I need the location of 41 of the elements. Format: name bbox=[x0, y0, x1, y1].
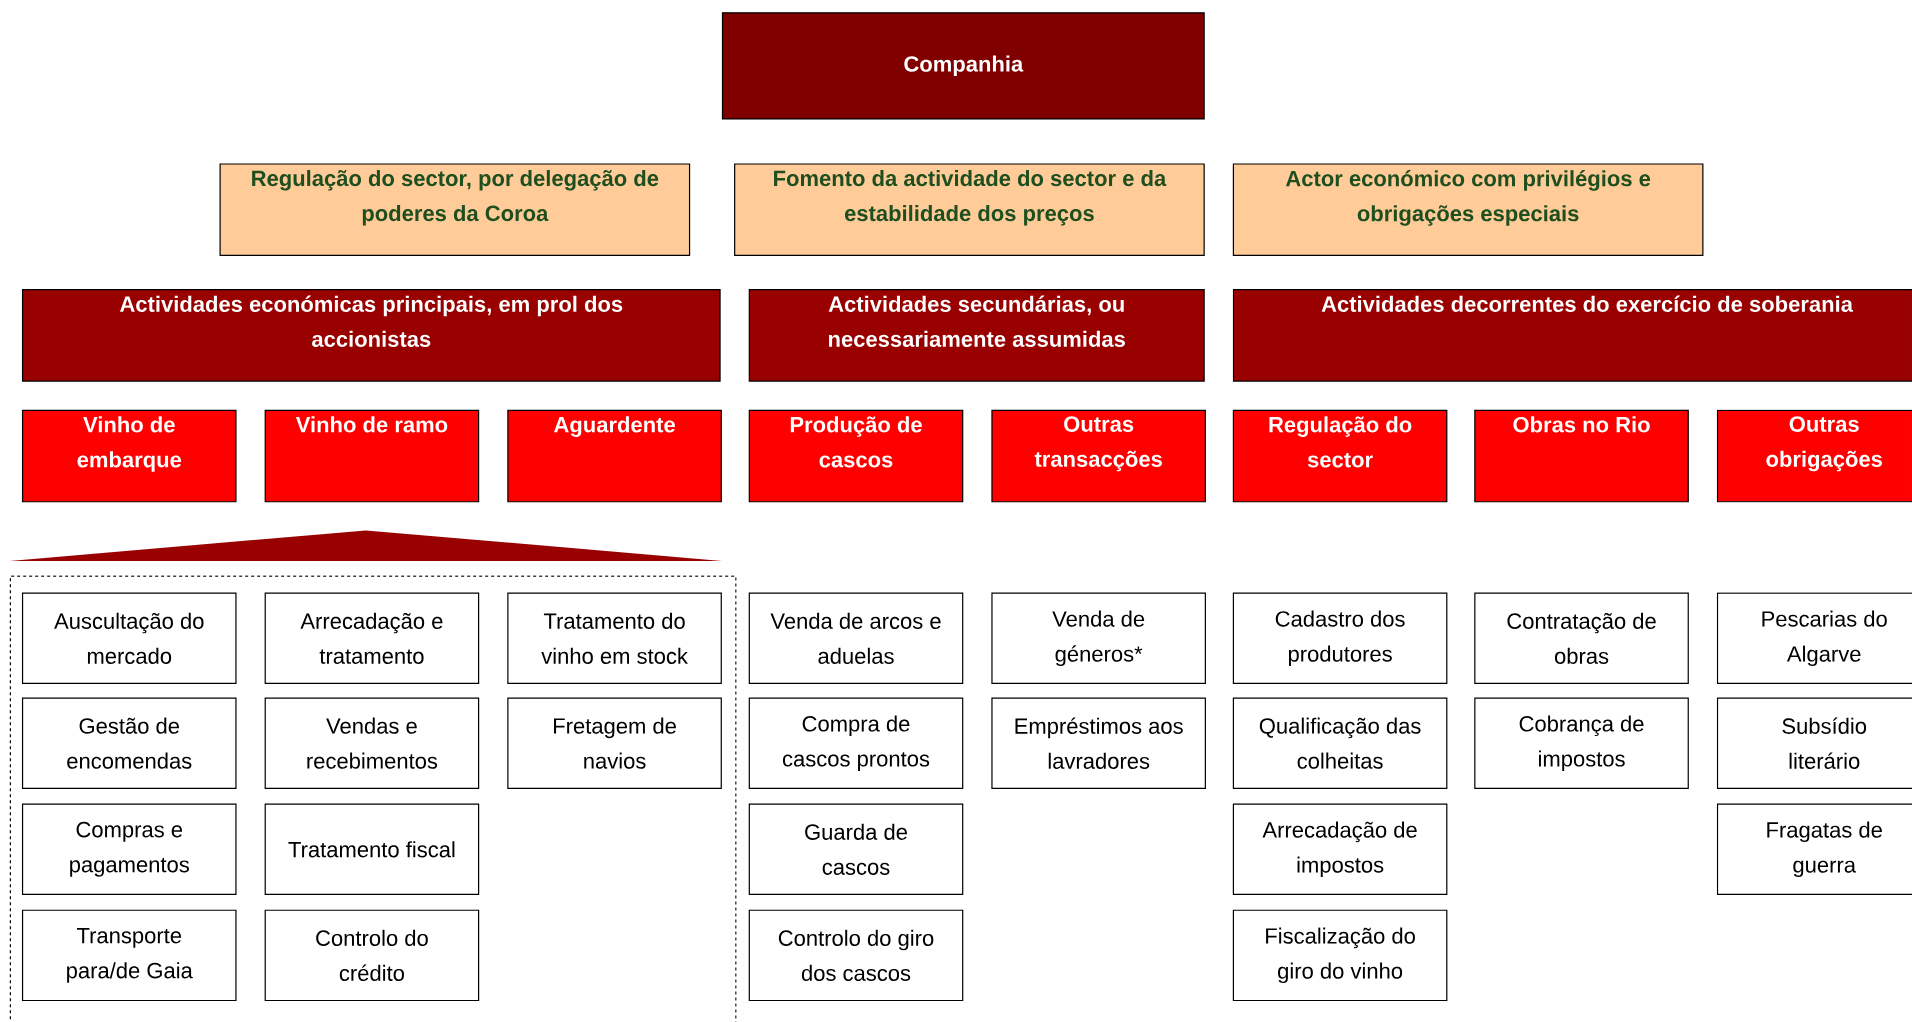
task-box: Pescarias do Algarve bbox=[1716, 592, 1912, 685]
task-box: Venda de géneros* bbox=[991, 592, 1206, 685]
activity-box: Aguardente bbox=[507, 409, 722, 503]
role-box: Actor económico com privilégios e obrigações especiais bbox=[1232, 163, 1704, 257]
task-box: Arrecadação de impostos bbox=[1232, 803, 1448, 895]
task-box: Arrecadação e tratamento bbox=[264, 592, 480, 685]
task-box: Subsídio literário bbox=[1716, 697, 1912, 789]
task-box: Fiscalização do giro do vinho bbox=[1232, 909, 1448, 1002]
activity-box: Obras no Rio bbox=[1474, 409, 1689, 503]
task-box: Tratamento do vinho em stock bbox=[507, 592, 722, 685]
role-box: Fomento da actividade do sector e da estabilidade dos preços bbox=[734, 163, 1205, 257]
task-box: Cobrança de impostos bbox=[1474, 697, 1689, 789]
task-box: Compras e pagamentos bbox=[21, 803, 237, 895]
task-box: Controlo do giro dos cascos bbox=[748, 909, 964, 1002]
role-box: Regulação do sector, por delegação de poderes da Coroa bbox=[219, 163, 691, 257]
company-box: Companhia bbox=[721, 12, 1205, 120]
activity-group-box: Actividades decorrentes do exercício de soberania bbox=[1232, 289, 1912, 382]
task-box: Compra de cascos prontos bbox=[748, 697, 964, 789]
activity-group-box: Actividades secundárias, ou necessariamente assumidas bbox=[748, 289, 1205, 382]
activity-box: Outras transacções bbox=[991, 409, 1206, 503]
activity-box: Vinho de ramo bbox=[264, 409, 480, 503]
task-box: Fretagem de navios bbox=[507, 697, 722, 789]
activity-box: Vinho de embarque bbox=[21, 409, 237, 503]
task-box: Guarda de cascos bbox=[748, 803, 964, 895]
task-box: Auscultação do mercado bbox=[21, 592, 237, 685]
task-box: Gestão de encomendas bbox=[21, 697, 237, 789]
task-box: Transporte para/de Gaia bbox=[21, 909, 237, 1002]
activity-box: Regulação do sector bbox=[1232, 409, 1448, 503]
task-box: Empréstimos aos lavradores bbox=[991, 697, 1206, 789]
task-box: Tratamento fiscal bbox=[264, 803, 480, 895]
task-box: Qualificação das colheitas bbox=[1232, 697, 1448, 789]
task-box: Vendas e recebimentos bbox=[264, 697, 480, 789]
activity-group-box: Actividades económicas principais, em prol dos accionistas bbox=[21, 289, 721, 382]
task-box: Venda de arcos e aduelas bbox=[748, 592, 964, 685]
task-box: Fragatas de guerra bbox=[1716, 803, 1912, 895]
dashed-group-frame bbox=[9, 575, 737, 1022]
activity-box: Outras obrigações bbox=[1716, 409, 1912, 503]
task-box: Contratação de obras bbox=[1474, 592, 1689, 685]
task-box: Cadastro dos produtores bbox=[1232, 592, 1448, 685]
activity-box: Produção de cascos bbox=[748, 409, 964, 503]
task-box: Controlo do crédito bbox=[264, 909, 480, 1002]
